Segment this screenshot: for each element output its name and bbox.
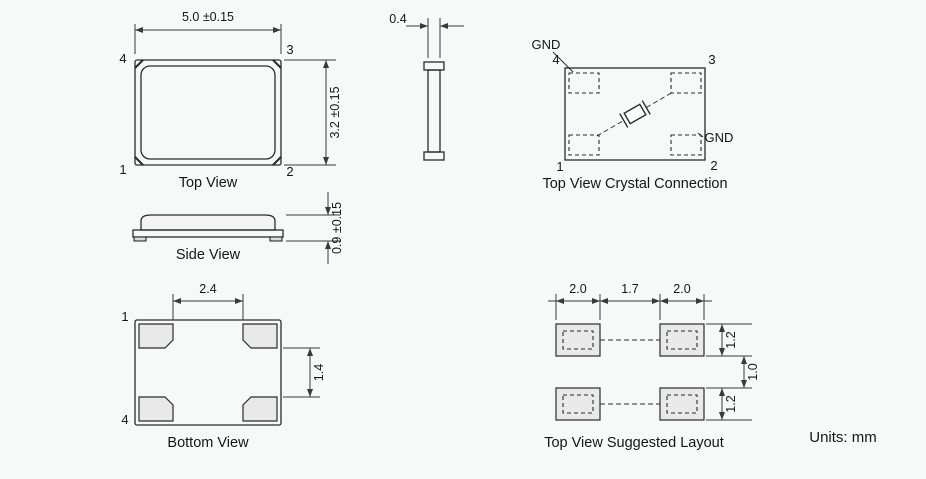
end-view: 0.4: [389, 12, 464, 161]
units-note: Units: mm: [809, 429, 877, 446]
connection-pad1: [568, 134, 600, 156]
top-view-pin2-label: 2: [286, 164, 293, 179]
bottom-view-pin4-label: 4: [121, 412, 128, 427]
side-view-lid: [140, 214, 276, 231]
suggested-layout-title: Top View Suggested Layout: [544, 435, 724, 451]
layout-right-dimensions: 1.2 1.0 1.2: [706, 323, 760, 421]
side-view-base: [132, 229, 284, 238]
connection-pin1-label: 1: [556, 159, 563, 174]
layout-dim-bottom-pad-height: 1.2: [724, 395, 738, 412]
layout-pad-tl-inner: [562, 330, 594, 350]
top-view-height-dimension: 3.2 ±0.15: [284, 59, 342, 166]
end-view-thickness-dimension: 0.4: [389, 12, 464, 58]
bottom-pad-1: [138, 323, 174, 349]
side-view-terminal-left: [133, 236, 147, 242]
bottom-view-horizontal-dimension: 2.4: [172, 282, 244, 320]
bottom-view-body-outline: [134, 319, 282, 426]
bottom-view-vertical-dimension: 1.4: [283, 347, 326, 398]
top-view-pin4-label: 4: [119, 51, 126, 66]
corner-tick: [272, 59, 282, 69]
end-view-top-cap: [423, 61, 445, 71]
bottom-pad-3: [242, 396, 278, 422]
connection-pad3: [670, 72, 702, 94]
bottom-view-h-label: 2.4: [199, 282, 216, 296]
bottom-view-pin1-label: 1: [121, 309, 128, 324]
top-view-lid-seam: [140, 65, 276, 160]
top-view-body-outline: [134, 59, 282, 166]
corner-tick: [134, 59, 144, 69]
side-view-terminal-right: [269, 236, 283, 242]
crystal-symbol: [596, 91, 674, 137]
side-view: 0.9 ±0.15 Side View: [132, 192, 344, 264]
gnd-right-label: GND: [705, 130, 734, 145]
end-view-thickness-label: 0.4: [389, 12, 406, 26]
side-view-height-label: 0.9 ±0.15: [330, 202, 344, 254]
suggested-layout-view: 2.0 1.7 2.0 1.2 1.0 1.2 Top View Suggest…: [544, 282, 760, 451]
connection-pad2: [670, 134, 702, 156]
connection-pad4: [568, 72, 600, 94]
corner-tick: [272, 156, 282, 166]
top-view: 5.0 ±0.15 3.2 ±0.15 4 3 1 2 Top View: [119, 10, 342, 191]
gnd-top-leader: [552, 51, 574, 73]
layout-dim-top-pad-height: 1.2: [724, 331, 738, 348]
connection-body-outline: [564, 67, 706, 161]
end-view-body: [427, 69, 441, 153]
bottom-view-v-label: 1.4: [312, 364, 326, 381]
bottom-pad-2: [242, 323, 278, 349]
layout-dim-left-pad: 2.0: [569, 282, 586, 296]
layout-dim-gap: 1.7: [621, 282, 638, 296]
top-view-title: Top View: [179, 175, 238, 191]
layout-top-dimensions: 2.0 1.7 2.0: [548, 282, 712, 320]
side-view-title: Side View: [176, 247, 241, 263]
end-view-bottom-cap: [423, 151, 445, 161]
top-view-height-label: 3.2 ±0.15: [328, 86, 342, 138]
bottom-view-title: Bottom View: [167, 435, 249, 451]
bottom-view: 2.4 1.4 1 4 Bottom View: [121, 282, 326, 451]
gnd-right-leader: [697, 132, 704, 138]
connection-pin4-label: 4: [552, 52, 559, 67]
top-view-width-dimension: 5.0 ±0.15: [134, 10, 282, 54]
side-view-height-dimension: 0.9 ±0.15: [286, 192, 344, 264]
layout-pad-bl-inner: [562, 394, 594, 414]
layout-pad-br-inner: [666, 394, 698, 414]
connection-pin3-label: 3: [708, 52, 715, 67]
top-view-width-label: 5.0 ±0.15: [182, 10, 234, 24]
crystal-connection-view: GND GND 4 3 1 2 Top View Crystal Connect…: [532, 37, 734, 192]
gnd-top-label: GND: [532, 37, 561, 52]
crystal-connection-title: Top View Crystal Connection: [542, 176, 727, 192]
layout-dim-right-pad: 2.0: [673, 282, 690, 296]
layout-pad-tr-inner: [666, 330, 698, 350]
connection-pin2-label: 2: [710, 158, 717, 173]
top-view-pin3-label: 3: [286, 42, 293, 57]
layout-dim-row-gap: 1.0: [746, 363, 760, 380]
bottom-pad-4: [138, 396, 174, 422]
top-view-pin1-label: 1: [119, 162, 126, 177]
corner-tick: [134, 156, 144, 166]
